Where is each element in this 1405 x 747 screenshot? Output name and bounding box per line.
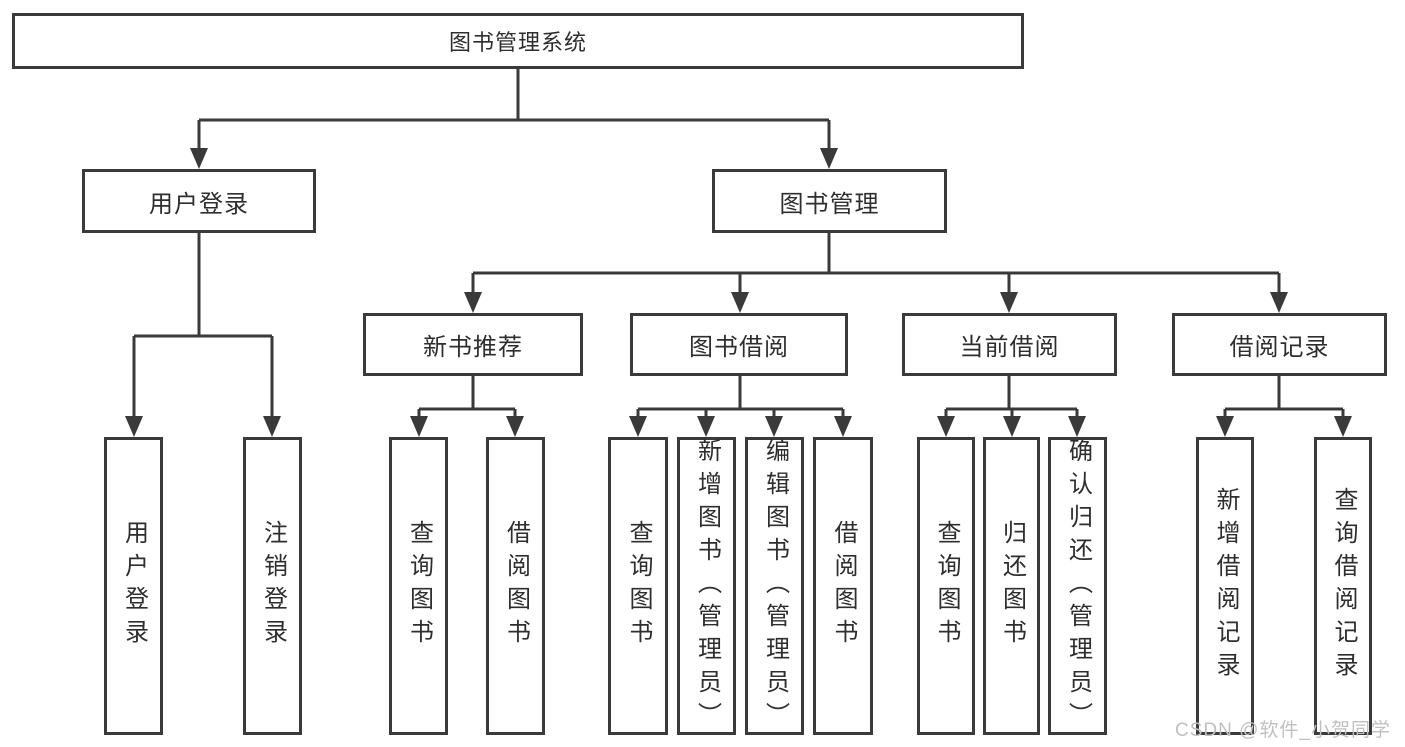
edge-bookmgmt-to-level3 (464, 233, 1288, 313)
node-library-management-system-label: 图书管理系统 (448, 30, 587, 55)
leaf-logout: 注销登录 (243, 437, 302, 735)
leaf-bor-add-books-admin-label: 新增图书（管理员） (693, 437, 721, 735)
node-user-login-label: 用户登录 (149, 190, 249, 218)
leaf-cur-return-books-label: 归还图书 (998, 520, 1026, 652)
node-new-book-recommendation-label: 新书推荐 (423, 334, 523, 361)
csdn-watermark: CSDN @软件_小贺同学 (1175, 720, 1391, 741)
node-book-management: 图书管理 (712, 169, 947, 233)
node-current-borrowing-label: 当前借阅 (959, 334, 1060, 361)
leaf-hist-add-borrow-record: 新增借阅记录 (1196, 437, 1254, 735)
node-user-login: 用户登录 (82, 169, 316, 233)
leaf-bor-edit-books-admin-label: 编辑图书（管理员） (761, 437, 789, 735)
node-book-borrowing-label: 图书借阅 (689, 334, 789, 361)
leaf-bor-borrow-books: 借阅图书 (813, 437, 873, 735)
leaf-hist-query-borrow-record-label: 查询借阅记录 (1330, 487, 1357, 685)
leaf-user-login-label: 用户登录 (120, 520, 148, 652)
edge-root-to-level2 (190, 69, 838, 169)
node-book-borrowing: 图书借阅 (630, 313, 848, 376)
leaf-cur-confirm-return-admin: 确认归还（管理员） (1048, 437, 1107, 735)
leaf-bor-query-books: 查询图书 (608, 437, 668, 735)
leaf-rec-query-books-label: 查询图书 (405, 520, 433, 652)
edge-userlogin-to-leaves (125, 233, 281, 437)
leaf-cur-query-books-label: 查询图书 (933, 520, 960, 652)
leaf-rec-borrow-books: 借阅图书 (486, 437, 545, 735)
leaf-rec-query-books: 查询图书 (389, 437, 448, 735)
leaf-hist-query-borrow-record: 查询借阅记录 (1314, 437, 1372, 735)
leaf-user-login: 用户登录 (104, 437, 163, 735)
node-current-borrowing: 当前借阅 (902, 313, 1117, 376)
leaf-bor-add-books-admin: 新增图书（管理员） (677, 437, 736, 735)
leaf-bor-query-books-label: 查询图书 (625, 520, 652, 652)
node-library-management-system: 图书管理系统 (12, 13, 1024, 69)
leaf-bor-borrow-books-label: 借阅图书 (830, 520, 857, 652)
leaf-hist-add-borrow-record-label: 新增借阅记录 (1212, 487, 1239, 685)
leaf-cur-return-books: 归还图书 (983, 437, 1040, 735)
leaf-cur-confirm-return-admin-label: 确认归还（管理员） (1064, 437, 1092, 735)
node-book-management-label: 图书管理 (779, 190, 880, 218)
leaf-cur-query-books: 查询图书 (917, 437, 975, 735)
leaf-rec-borrow-books-label: 借阅图书 (502, 520, 530, 652)
edge-bookborrow-to-leaves (629, 376, 852, 437)
edge-borrowrecords-to-leaves (1216, 376, 1352, 437)
edge-newbookrec-to-leaves (410, 376, 524, 437)
edge-currentborrow-to-leaves (937, 376, 1086, 437)
leaf-bor-edit-books-admin: 编辑图书（管理员） (745, 437, 804, 735)
leaf-logout-label: 注销登录 (259, 520, 287, 652)
node-new-book-recommendation: 新书推荐 (363, 313, 583, 376)
node-borrowing-records: 借阅记录 (1172, 313, 1387, 376)
node-borrowing-records-label: 借阅记录 (1229, 334, 1330, 361)
